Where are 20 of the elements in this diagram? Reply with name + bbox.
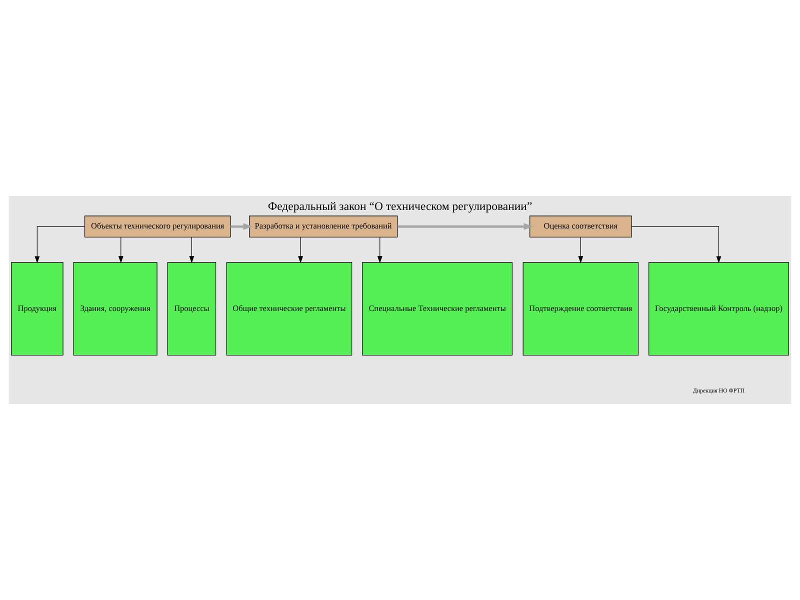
node-box: Государственный Контроль (надзор) xyxy=(648,262,789,356)
node-box: Разработка и установление требований xyxy=(249,216,398,238)
node-box: Продукция xyxy=(11,262,64,356)
node-box: Процессы xyxy=(167,262,216,356)
node-box: Объекты технического регулирования xyxy=(84,216,231,238)
node-box: Оценка соответствия xyxy=(530,216,632,238)
arrow xyxy=(230,223,253,230)
arrow xyxy=(189,236,194,264)
arrow xyxy=(118,236,124,264)
arrow xyxy=(397,223,534,230)
node-box: Здания, сооружения xyxy=(73,262,158,356)
arrow xyxy=(298,236,304,264)
node-box: Общие технические регламенты xyxy=(226,262,352,356)
arrow xyxy=(631,226,722,264)
node-box: Специальные Технические регламенты xyxy=(362,262,513,356)
arrow xyxy=(377,236,382,264)
diagram-title: Федеральный закон “О техническом регулировании” xyxy=(268,200,532,214)
arrow xyxy=(34,226,85,264)
arrow xyxy=(578,236,584,264)
node-box: Подтверждение соответствия xyxy=(522,262,639,356)
